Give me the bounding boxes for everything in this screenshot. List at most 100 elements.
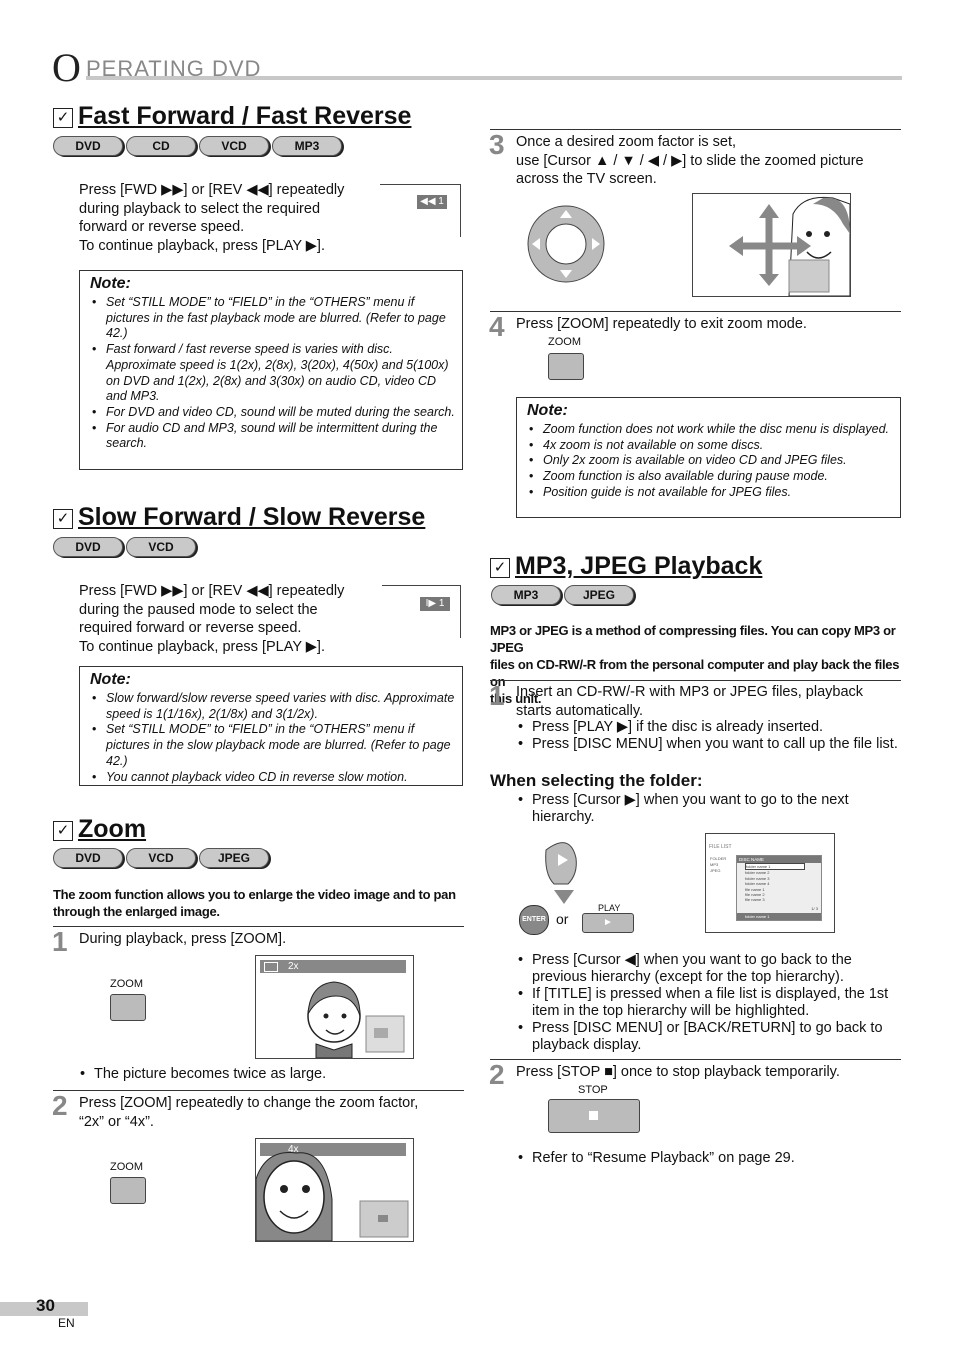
file-list-row[interactable]: folder name 1 <box>745 863 805 871</box>
ff-osd-frame <box>380 184 461 237</box>
file-list-row[interactable]: file name 2 <box>745 892 765 898</box>
sf-osd-frame <box>382 585 461 638</box>
note-title: Note: <box>527 402 568 419</box>
file-list-row[interactable]: folder name 3 <box>745 875 770 881</box>
mp3-step2-bullets: Refer to “Resume Playback” on page 29. <box>516 1150 901 1167</box>
checkbox-icon: ✓ <box>53 108 73 128</box>
note-title: Note: <box>90 671 131 688</box>
zoom-button[interactable] <box>110 994 146 1021</box>
zoom-intro-line: The zoom function allows you to enlarge … <box>53 887 456 902</box>
zoom-step1-text: During playback, press [ZOOM]. <box>79 931 287 947</box>
note-item: For audio CD and MP3, sound will be inte… <box>92 421 456 452</box>
file-list-row[interactable]: folder name 2 <box>745 870 770 876</box>
step-divider <box>490 1059 901 1060</box>
step-number: 4 <box>489 311 505 342</box>
file-list-row[interactable]: file name 3 <box>745 897 765 903</box>
file-list-title: FILE LIST <box>709 844 732 850</box>
mp3-step1-bullets: Press [PLAY ▶] if the disc is already in… <box>516 719 901 753</box>
cursor-right-icon[interactable] <box>540 834 580 906</box>
more-bullets: Press [Cursor ◀] when you want to go bac… <box>516 952 901 1054</box>
badge-dvd: DVD <box>53 537 123 557</box>
mp3-step1-line: Insert an CD-RW/-R with MP3 or JPEG file… <box>516 684 864 700</box>
step-divider <box>53 926 464 927</box>
badge-jpeg: JPEG <box>564 585 634 605</box>
zoom-title: ✓Zoom <box>53 815 146 844</box>
zoom-step2-line: Press [ZOOM] repeatedly to change the zo… <box>79 1095 419 1111</box>
zoom-osd-bar: 2x <box>260 960 406 973</box>
step-divider <box>490 311 901 312</box>
ff-body: Press [FWD ▶▶] or [REV ◀◀] repeatedly du… <box>79 181 379 255</box>
badge-cd: CD <box>126 136 196 156</box>
badge-vcd: VCD <box>199 136 269 156</box>
ff-note: Note: Set “STILL MODE” to “FIELD” in the… <box>79 270 463 470</box>
badge-vcd: VCD <box>126 848 196 868</box>
sf-body-line: during the paused mode to select the <box>79 601 318 618</box>
note-item: Slow forward/slow reverse speed varies w… <box>92 691 456 722</box>
note-item: Only 2x zoom is available on video CD an… <box>529 453 894 469</box>
language-label: EN <box>58 1316 75 1330</box>
sf-title: ✓Slow Forward / Slow Reverse <box>53 503 425 532</box>
sf-body-line: To continue playback, press [PLAY ▶]. <box>79 638 325 655</box>
page-number: 30 <box>36 1296 55 1315</box>
zoom-title-text: Zoom <box>78 815 147 843</box>
note-item: Set “STILL MODE” to “FIELD” in the “OTHE… <box>92 722 456 769</box>
checkbox-icon: ✓ <box>490 558 510 578</box>
ff-body-line: forward or reverse speed. <box>79 219 245 235</box>
mp3-step1-line: starts automatically. <box>516 702 644 719</box>
note-item: For DVD and video CD, sound will be mute… <box>92 405 456 421</box>
sf-body: Press [FWD ▶▶] or [REV ◀◀] repeatedly du… <box>79 582 379 656</box>
file-list-side-item: JPEG <box>710 868 721 873</box>
zoom-button[interactable] <box>548 353 584 380</box>
play-button[interactable]: ► <box>582 913 634 933</box>
footer-bar <box>0 1302 88 1316</box>
note-item: Set “STILL MODE” to “FIELD” in the “OTHE… <box>92 295 456 342</box>
zoom-step4-text: Press [ZOOM] repeatedly to exit zoom mod… <box>516 316 807 332</box>
file-list-row[interactable]: folder name 4 <box>745 881 770 887</box>
pan-screen <box>692 193 851 297</box>
mp3-title-text: MP3, JPEG Playback <box>515 552 763 580</box>
file-list-screen: FILE LIST FOLDER MP3 JPEG DISC NAME fold… <box>705 833 835 933</box>
step-divider <box>490 129 901 130</box>
stop-button[interactable] <box>548 1099 640 1133</box>
stop-icon <box>589 1111 598 1120</box>
note-item: Fast forward / fast reverse speed is var… <box>92 342 456 405</box>
zoom-button-label: ZOOM <box>548 336 581 348</box>
bullet-item: Press [DISC MENU] or [BACK/RETURN] to go… <box>518 1020 901 1054</box>
step-number: 1 <box>489 680 505 711</box>
step-number: 2 <box>52 1090 68 1121</box>
sf-osd-indicator: I▶ 1 <box>420 597 450 611</box>
zoom-step3-line: Once a desired zoom factor is set, <box>516 134 737 150</box>
folder-heading: When selecting the folder: <box>490 771 703 790</box>
note-item: Zoom function is also available during p… <box>529 469 894 485</box>
zoom-step3-line: across the TV screen. <box>516 171 657 187</box>
step-number: 3 <box>489 129 505 160</box>
zoom-button[interactable] <box>110 1177 146 1204</box>
ff-title-text: Fast Forward / Fast Reverse <box>78 102 412 130</box>
mp3-step2-text: Press [STOP ■] once to stop playback tem… <box>516 1064 840 1080</box>
cursor-pad-icon[interactable] <box>526 204 606 284</box>
note-item: Position guide is not available for JPEG… <box>529 485 894 501</box>
badge-vcd: VCD <box>126 537 196 557</box>
badge-dvd: DVD <box>53 136 123 156</box>
file-list-row[interactable]: file name 1 <box>745 886 765 892</box>
bullet-item: Refer to “Resume Playback” on page 29. <box>518 1150 901 1167</box>
enter-button[interactable]: ENTER <box>519 905 549 935</box>
zoom-4x-screen: 4x <box>255 1138 414 1242</box>
badge-jpeg: JPEG <box>199 848 269 868</box>
file-list-rows: folder name 1 folder name 2 folder name … <box>737 863 821 903</box>
step-number: 2 <box>489 1059 505 1090</box>
file-list-side-item: FOLDER <box>710 856 727 861</box>
zoom-button-label: ZOOM <box>110 1161 143 1173</box>
checkbox-icon: ✓ <box>53 821 73 841</box>
note-item: You cannot playback video CD in reverse … <box>92 770 456 786</box>
bullet-item: Press [PLAY ▶] if the disc is already in… <box>518 719 901 736</box>
bullet-item: The picture becomes twice as large. <box>80 1066 326 1083</box>
sf-title-text: Slow Forward / Slow Reverse <box>78 503 426 531</box>
pan-arrows-icon <box>729 196 850 296</box>
girl-face-icon <box>307 981 405 1058</box>
step-divider <box>490 680 901 681</box>
bullet-item: Press [Cursor ▶] when you want to go to … <box>518 792 901 826</box>
sf-body-line: Press [FWD ▶▶] or [REV ◀◀] repeatedly <box>79 583 345 599</box>
